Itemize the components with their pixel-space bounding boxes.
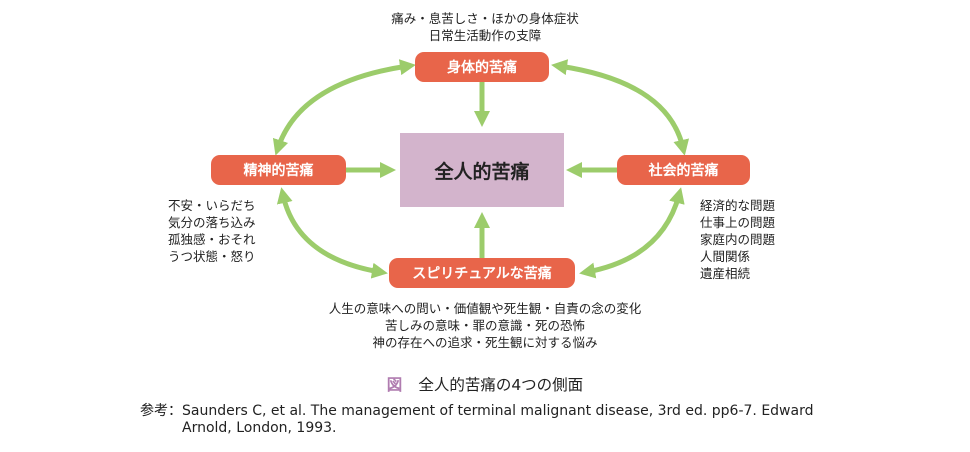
arrow-mental-spiritual <box>276 187 388 279</box>
figure-caption: 図全人的苦痛の4つの側面 <box>0 373 970 395</box>
arrow-physical-mental <box>272 59 416 156</box>
mental-note-3: 孤独感・おそれ <box>168 232 256 247</box>
social-note-1: 経済的な問題 <box>700 198 776 213</box>
spiritual-note-3: 神の存在への追求・死生観に対する悩み <box>372 335 598 350</box>
node-social-pain: 社会的苦痛 <box>617 155 750 185</box>
social-note-4: 人間関係 <box>700 249 751 264</box>
social-notes: 経済的な問題 仕事上の問題 家庭内の問題 人間関係 遺産相続 <box>700 197 775 282</box>
physical-note-2: 日常生活動作の支障 <box>428 28 542 43</box>
node-mental-pain: 精神的苦痛 <box>211 155 346 185</box>
social-note-2: 仕事上の問題 <box>700 215 776 230</box>
figure-mark: 図 <box>386 376 403 394</box>
center-total-pain: 全人的苦痛 <box>400 133 564 207</box>
spiritual-notes: 人生の意味への問い・価値観や死生観・自責の念の変化 苦しみの意味・罪の意識・死の… <box>285 300 685 351</box>
mental-note-2: 気分の落ち込み <box>168 215 256 230</box>
physical-notes: 痛み・息苦しさ・ほかの身体症状 日常生活動作の支障 <box>330 10 640 44</box>
physical-note-1: 痛み・息苦しさ・ほかの身体症状 <box>391 11 579 26</box>
figure-caption-text: 全人的苦痛の4つの側面 <box>418 376 584 394</box>
social-note-5: 遺産相続 <box>700 266 751 281</box>
spiritual-note-1: 人生の意味への問い・価値観や死生観・自責の念の変化 <box>328 301 642 316</box>
reference-label: 参考： <box>140 403 182 419</box>
social-note-3: 家庭内の問題 <box>700 232 776 247</box>
mental-note-1: 不安・いらだち <box>168 198 256 213</box>
node-spiritual-pain: スピリチュアルな苦痛 <box>389 258 575 288</box>
reference-text: Saunders C, et al. The management of ter… <box>182 403 814 436</box>
reference: 参考： Saunders C, et al. The management of… <box>140 403 822 437</box>
mental-notes: 不安・いらだち 気分の落ち込み 孤独感・おそれ うつ状態・怒り <box>168 197 256 265</box>
mental-note-4: うつ状態・怒り <box>168 249 256 264</box>
arrow-physical-social <box>551 59 690 156</box>
arrow-social-spiritual <box>579 187 685 279</box>
spiritual-note-2: 苦しみの意味・罪の意識・死の恐怖 <box>384 318 585 333</box>
node-physical-pain: 身体的苦痛 <box>415 52 549 82</box>
